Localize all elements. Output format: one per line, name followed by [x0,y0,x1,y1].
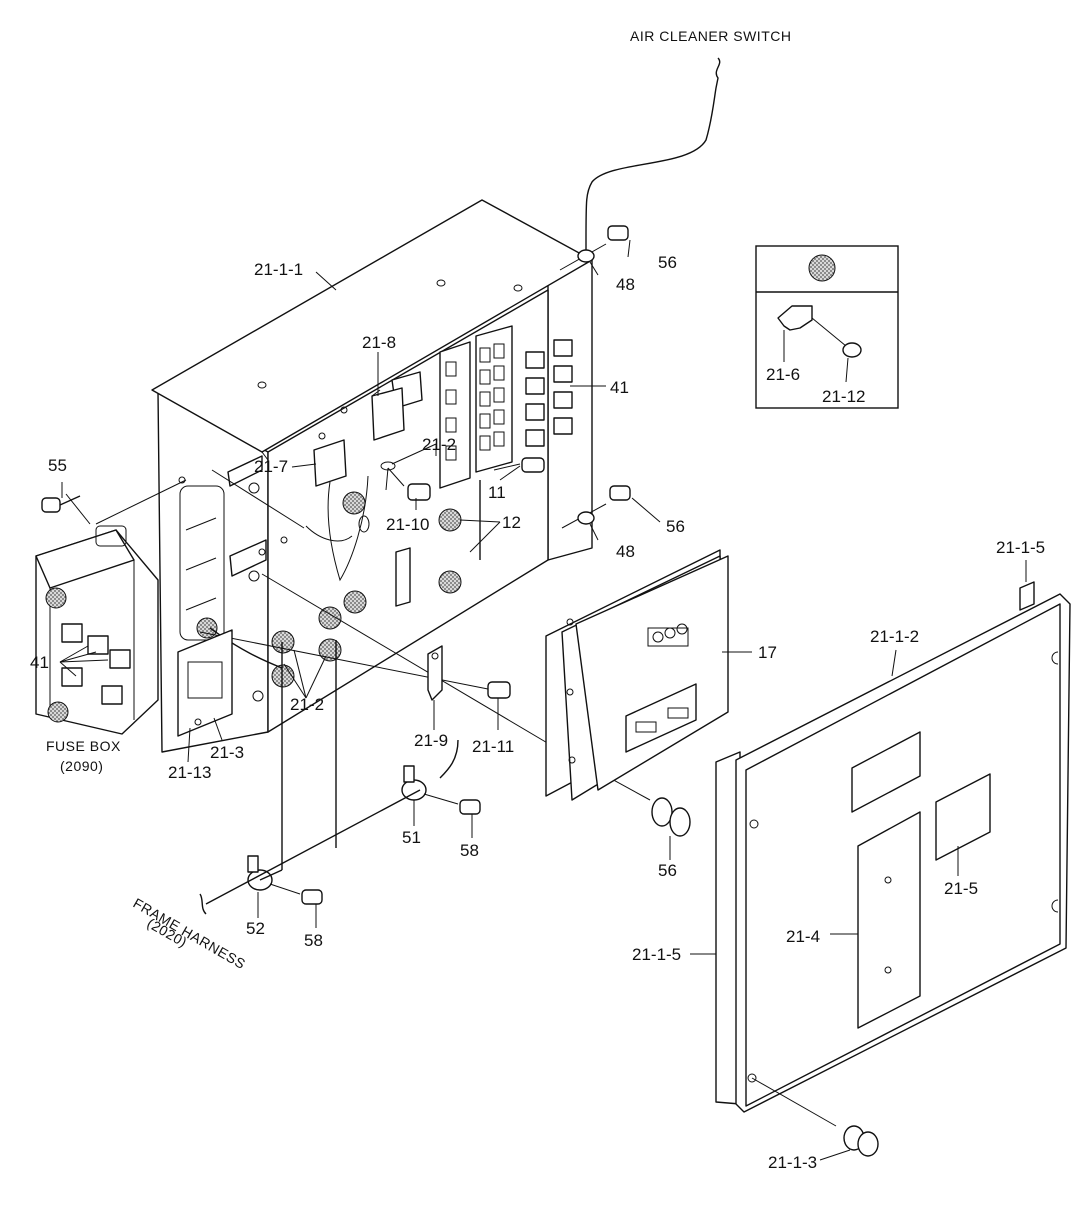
label-58-lower: 58 [304,931,323,950]
label-21-1-5-top: 21-1-5 [996,538,1045,557]
label-21-4: 21-4 [786,927,820,946]
label-21-8: 21-8 [362,333,396,352]
label-21-6: 21-6 [766,365,800,384]
screw-55 [41,495,81,513]
inset-detail-box [755,245,899,409]
bolt-21-11 [487,681,511,699]
label-41-box: 41 [610,378,629,397]
clamp-52 [247,855,323,905]
part-labels: 21-1-1 21-8 21-2 21-7 11 21-10 12 41 56 … [30,253,1045,1172]
label-21-1-2: 21-1-2 [870,627,919,646]
label-58-upper: 58 [460,841,479,860]
label-21-7: 21-7 [254,457,288,476]
fuse-box-caption: FUSE BOX [46,738,121,754]
label-21-2-bottom: 21-2 [290,695,324,714]
bolt-21-10 [387,467,431,501]
label-56-upper: 56 [658,253,677,272]
label-21-13: 21-13 [168,763,211,782]
label-21-1-5-bottom: 21-1-5 [632,945,681,964]
label-21-5: 21-5 [944,879,978,898]
leader-lines [61,239,1027,1161]
bolt-56-front [651,797,691,837]
label-41-fuse-box: 41 [30,653,49,672]
fuse-box-ref: (2090) [60,758,103,774]
fuse-box [35,479,187,735]
label-21-9: 21-9 [414,731,448,750]
label-56-middle: 56 [666,517,685,536]
label-21-3: 21-3 [210,743,244,762]
label-21-11: 21-11 [472,737,514,756]
label-21-1-3: 21-1-3 [768,1153,817,1172]
bolt-21-1-3 [751,1077,879,1157]
cover-panel-21-1-2 [715,581,1071,1113]
bolt-56-upper [559,225,629,271]
label-21-10: 21-10 [386,515,429,534]
clamp-51 [401,765,481,815]
label-12: 12 [502,513,521,532]
frame-harness-wire [199,789,421,915]
bolt-56-lower [561,485,631,529]
air-cleaner-switch-wire [585,57,721,262]
electric-box-housing [151,199,651,870]
label-48-upper: 48 [616,275,635,294]
label-55: 55 [48,456,67,475]
air-cleaner-switch-caption: AIR CLEANER SWITCH [630,28,791,44]
label-21-12: 21-12 [822,387,865,406]
label-48-lower: 48 [616,542,635,561]
label-11: 11 [488,483,506,502]
label-52: 52 [246,919,265,938]
label-51: 51 [402,828,421,847]
label-21-1-1: 21-1-1 [254,260,303,279]
bolt-11 [493,457,545,473]
label-56-front: 56 [658,861,677,880]
frame-harness-caption: FRAME HARNESS [131,895,249,972]
label-17: 17 [758,643,777,662]
bracket-21-9 [427,645,443,701]
bracket-21-3 [177,629,233,737]
label-21-2-top: 21-2 [422,435,456,454]
controller-unit-17 [545,549,729,801]
